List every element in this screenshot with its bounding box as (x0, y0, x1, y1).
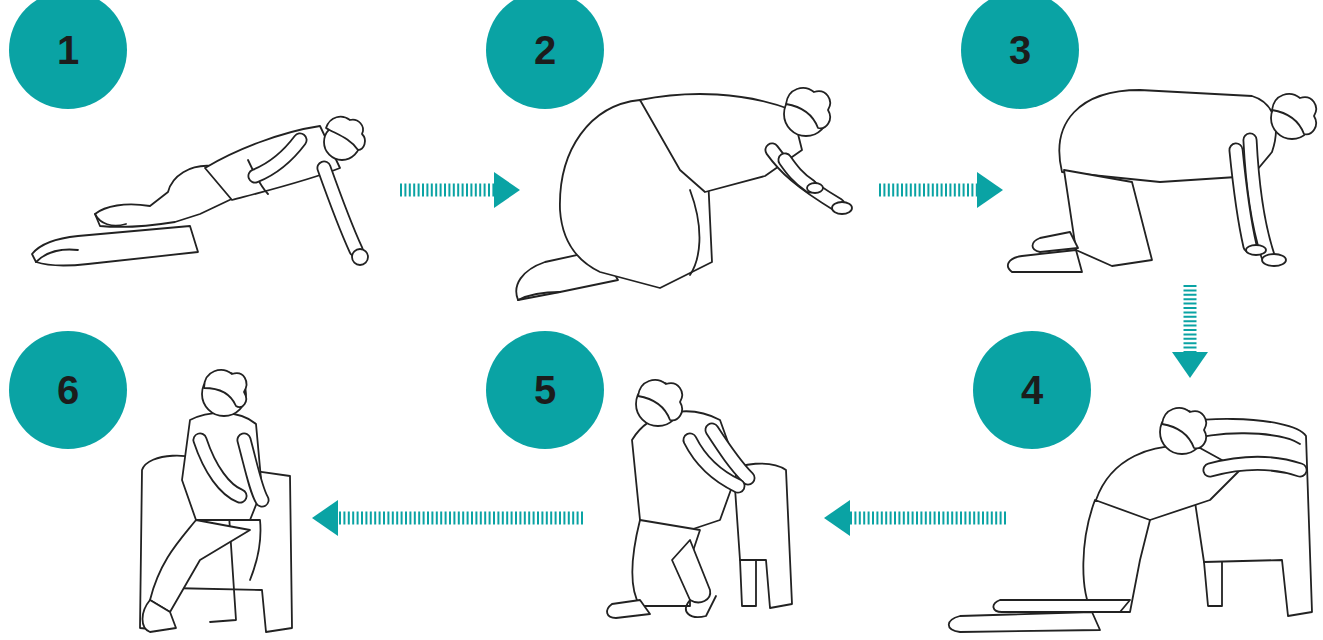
step-circle: 2 (486, 0, 604, 109)
figure-seated (140, 370, 292, 632)
dotted-line (400, 184, 494, 197)
arrow-head (977, 172, 1003, 208)
step-circle: 5 (486, 331, 604, 449)
dotted-arrow (312, 500, 583, 536)
step-number: 6 (57, 370, 79, 410)
step-circle: 3 (961, 0, 1079, 109)
stage-panel: 3 (1005, 0, 1323, 283)
step-number: 5 (534, 370, 556, 410)
step-number: 2 (534, 30, 556, 70)
dotted-line (1184, 285, 1197, 352)
arrow-head (1172, 352, 1208, 378)
dotted-line (879, 184, 977, 197)
figure-half-kneeling (607, 380, 792, 618)
dotted-arrow (824, 500, 1006, 536)
arrow-head (312, 500, 338, 536)
step-number: 3 (1009, 30, 1031, 70)
step-circle: 6 (9, 331, 127, 449)
arrow-head (494, 172, 520, 208)
dotted-arrow (400, 172, 520, 208)
step-circle: 1 (9, 0, 127, 109)
dotted-line (850, 512, 1006, 525)
step-number: 4 (1021, 370, 1043, 410)
figure-hands-knees (1008, 90, 1316, 272)
stage-panel: 2 (522, 0, 877, 300)
stage-panel: 6 (0, 330, 310, 640)
dotted-arrow (879, 172, 1003, 208)
dotted-line (338, 512, 583, 525)
stage-panel: 4 (1008, 380, 1323, 640)
step-circle: 4 (973, 331, 1091, 449)
figure-lying (32, 117, 368, 266)
dotted-arrow (1172, 285, 1208, 378)
figure-turning (516, 88, 852, 300)
step-number: 1 (57, 30, 79, 70)
stage-panel: 1 (0, 0, 398, 300)
arrow-head (824, 500, 850, 536)
stage-panel: 5 (585, 380, 822, 640)
